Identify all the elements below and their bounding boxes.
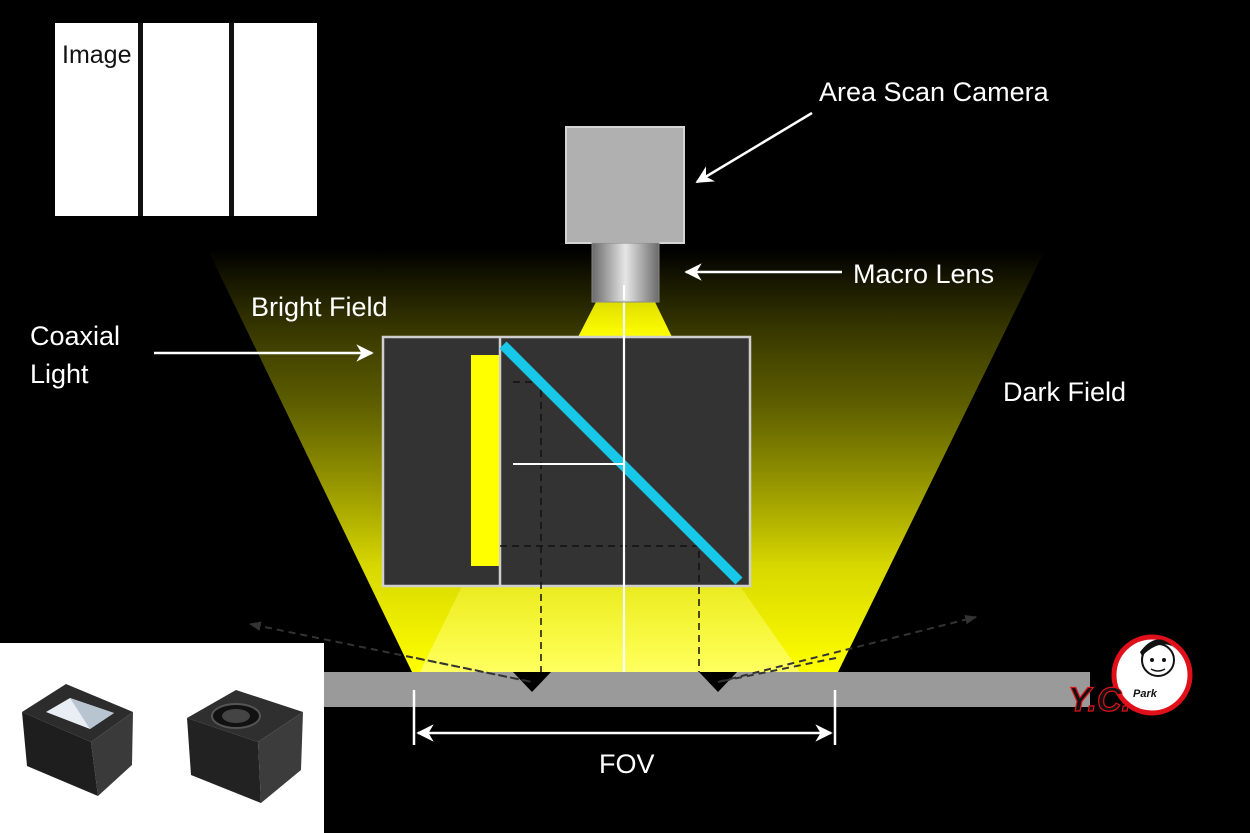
coaxial-led-panel (471, 355, 499, 566)
logo-main-text: Y.C. (1068, 681, 1131, 719)
product-closed-view (187, 690, 303, 803)
coaxial-label-line1: Coaxial (30, 321, 120, 351)
bright-field-label: Bright Field (251, 292, 388, 322)
dark-field-label: Dark Field (1003, 377, 1126, 407)
macro-lens-label: Macro Lens (853, 259, 994, 289)
area-scan-camera-icon (565, 126, 685, 244)
logo-small-text: Park (1133, 688, 1158, 700)
coaxial-label-line2: Light (30, 359, 89, 389)
image-inset: Image (55, 23, 317, 216)
camera-label-arrow (695, 111, 813, 184)
inspected-surface (310, 672, 1090, 707)
macro-lens-icon (591, 242, 660, 303)
dark-field-ray-left (248, 621, 533, 683)
image-line-right (229, 23, 234, 216)
camera-label: Area Scan Camera (819, 77, 1050, 107)
product-open-view (22, 684, 133, 796)
image-line-left (138, 23, 143, 216)
image-label: Image (62, 41, 131, 69)
surface-defect-left (513, 672, 551, 692)
fov-label: FOV (599, 749, 655, 779)
coaxial-light-product-photo (0, 643, 324, 833)
inner-light-glow (420, 586, 800, 672)
yc-park-logo-icon: Y.C. Park (1067, 634, 1193, 720)
coaxial-light-housing (381, 335, 752, 588)
dark-field-ray-right (717, 614, 978, 683)
